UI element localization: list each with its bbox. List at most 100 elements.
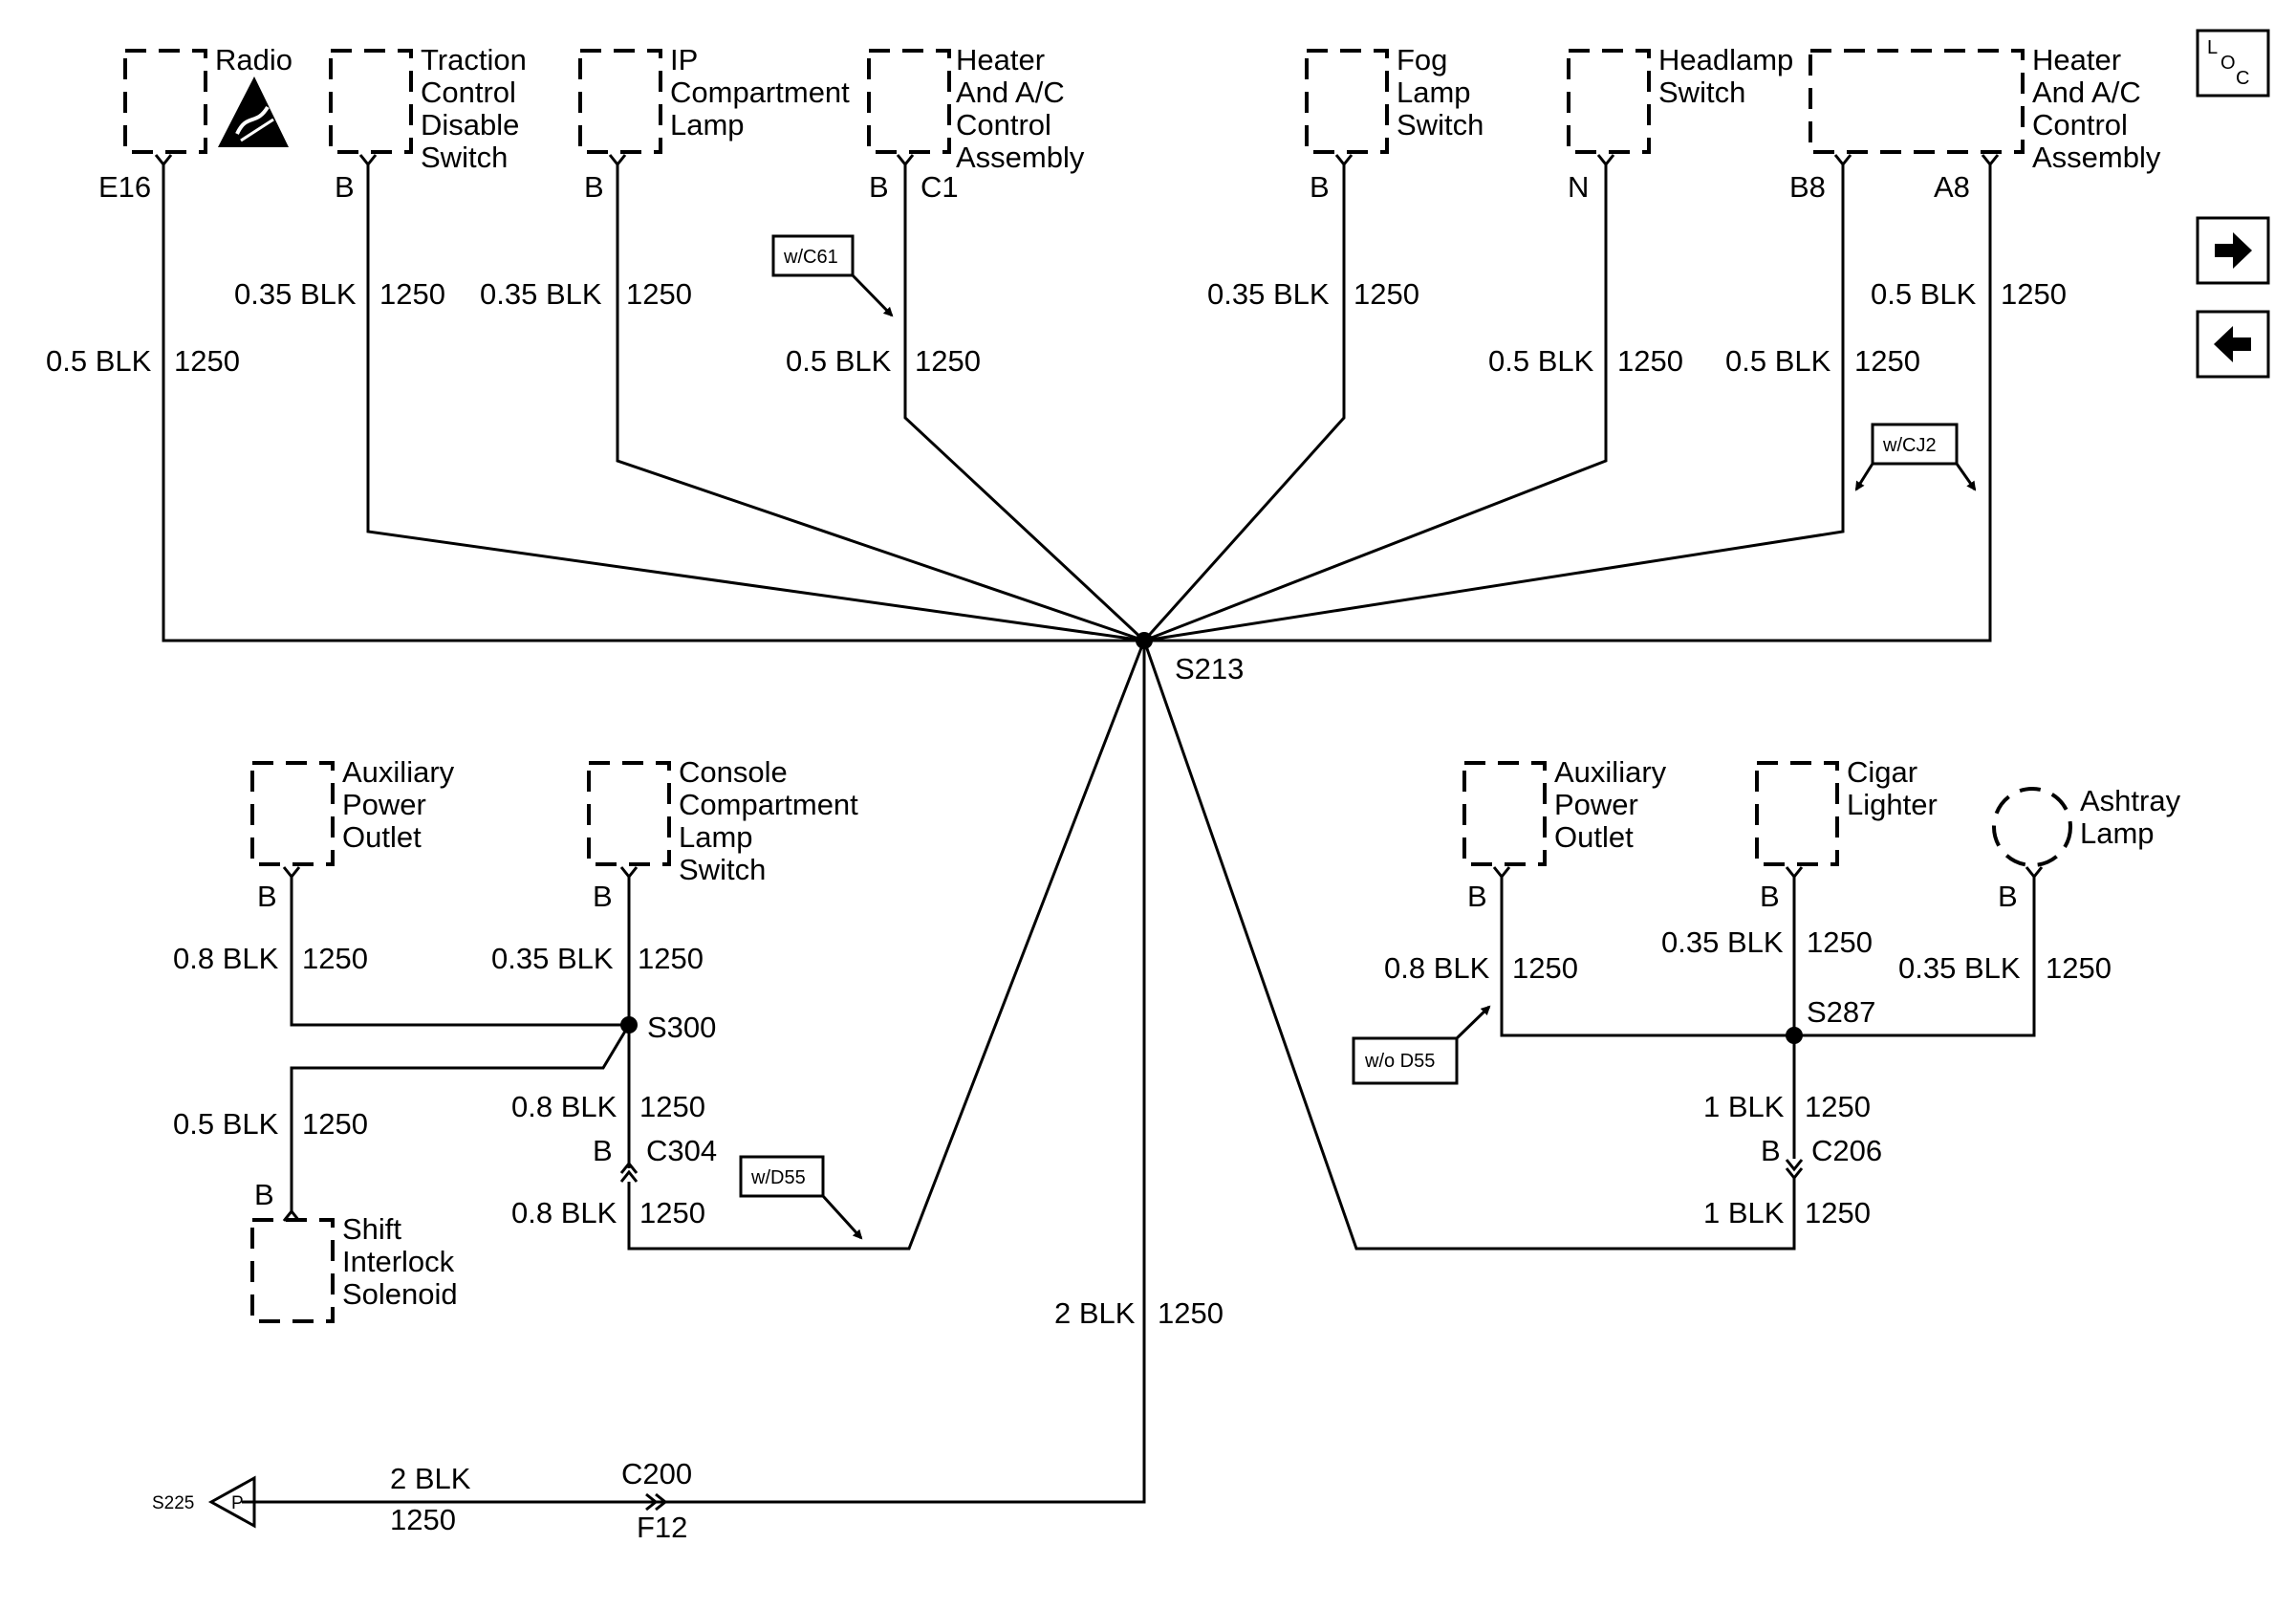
wire-aux-right-circuit: 1250 [1512,951,1578,985]
connector-c200-label: C200 [621,1457,692,1490]
wire-heater-c1-circuit: 1250 [915,344,981,378]
aux-power-outlet-right-component: Auxiliary Power Outlet B [1462,755,1667,913]
wire-heater-a8-size: 0.5 BLK [1871,277,1977,311]
splice-s287-label: S287 [1807,995,1875,1029]
ashtray-pin: B [1998,880,2018,913]
wire-fog-size: 0.35 BLK [1207,277,1330,311]
wire-s287-c206: 1 BLK 1250 [1703,1035,1871,1159]
console-label-1: Console [679,755,788,789]
ashtray-lamp-component: Ashtray Lamp B [1992,784,2181,913]
traction-label-2: Control [421,76,516,109]
shift-label-3: Solenoid [342,1277,458,1311]
option-no-d55-label: w/o D55 [1364,1051,1435,1072]
wire-ashtray: 0.35 BLK 1250 [1794,877,2112,1037]
svg-text:C: C [2236,68,2249,89]
cigar-lighter-component: Cigar Lighter B [1755,755,1938,913]
headlamp-label-2: Switch [1658,76,1745,109]
headlamp-label-1: Headlamp [1658,43,1793,76]
ip-lamp-label-2: Compartment [670,76,850,109]
aux-left-label-3: Outlet [342,820,422,854]
option-d55-label: w/D55 [750,1167,806,1188]
wire-radio-size: 0.5 BLK [46,344,152,378]
ip-lamp-label-1: IP [670,43,698,76]
ground-reference-s225: P S225 [152,1475,256,1529]
wire-ip-lamp-size: 0.35 BLK [480,277,602,311]
aux-power-outlet-left-component: Auxiliary Power Outlet B [250,755,455,913]
connector-c200: C200 F12 [621,1457,692,1544]
fog-lamp-switch-component: Fog Lamp Switch B [1305,43,1484,204]
wire-ashtray-size: 0.35 BLK [1898,951,2021,985]
splice-s213-label: S213 [1175,652,1244,685]
wire-ground: 2 BLK 1250 [390,1462,471,1536]
fog-label-3: Switch [1397,108,1484,141]
console-label-2: Compartment [679,788,858,821]
console-label-3: Lamp [679,820,753,854]
heater-c1-pin-b: B [869,170,889,204]
heater-b8-pin: B8 [1789,170,1826,204]
aux-right-label-1: Auxiliary [1554,755,1667,789]
wire-aux-right-size: 0.8 BLK [1384,951,1490,985]
arrow-right-icon[interactable] [2196,216,2270,285]
cigar-label-2: Lighter [1847,788,1938,821]
heater-c1-label-2: And A/C [956,76,1065,109]
heater-b8-label-4: Assembly [2032,141,2161,174]
wire-headlamp-circuit: 1250 [1617,344,1683,378]
wire-c304-out: 0.8 BLK 1250 [511,640,1146,1251]
wire-radio-circuit: 1250 [174,344,240,378]
option-c61-callout: w/C61 [771,234,894,317]
console-pin: B [593,880,613,913]
wire-s300-c304: 0.8 BLK 1250 [511,1025,705,1168]
ip-lamp-label-3: Lamp [670,108,745,141]
wire-c206-out-size: 1 BLK [1703,1196,1785,1229]
wire-main-circuit: 1250 [1158,1296,1224,1330]
radio-label: Radio [215,43,292,76]
ashtray-label-2: Lamp [2080,816,2155,850]
shift-interlock-solenoid-component: Shift Interlock Solenoid B [250,1178,458,1323]
traction-pin: B [335,170,355,204]
connector-c206-label: C206 [1811,1134,1882,1167]
heater-b8-label-3: Control [2032,108,2128,141]
wire-radio: 0.5 BLK 1250 [46,164,1144,642]
loc-icon[interactable]: L O C [2196,29,2270,98]
wire-traction-circuit: 1250 [379,277,445,311]
wire-traction-size: 0.35 BLK [234,277,357,311]
wire-shift-size: 0.5 BLK [173,1107,279,1141]
wire-aux-left-circuit: 1250 [302,942,368,975]
headlamp-switch-component: Headlamp Switch N [1567,43,1793,204]
option-no-d55-callout: w/o D55 [1352,1005,1491,1085]
connector-f12-label: F12 [637,1511,687,1544]
cigar-label-1: Cigar [1847,755,1917,789]
wire-heater-a8: 0.5 BLK 1250 [1144,164,2067,642]
option-cj2-callout: w/CJ2 [1854,423,1977,491]
wire-console: 0.35 BLK 1250 [491,877,704,1025]
fog-label-1: Fog [1397,43,1447,76]
heater-b8-label-1: Heater [2032,43,2121,76]
heater-b8-label-2: And A/C [2032,76,2141,109]
wire-shift-circuit: 1250 [302,1107,368,1141]
wire-c206-out-circuit: 1250 [1805,1196,1871,1229]
heater-a8-pin: A8 [1934,170,1970,204]
wire-fog: 0.35 BLK 1250 [1142,164,1419,642]
wire-s287-c206-circuit: 1250 [1805,1090,1871,1123]
shift-label-1: Shift [342,1212,401,1246]
wire-s287-c206-size: 1 BLK [1703,1090,1785,1123]
option-d55-callout: w/D55 [739,1155,863,1240]
traction-label-4: Switch [421,141,508,174]
heater-c1-label-1: Heater [956,43,1045,76]
ip-lamp-pin: B [584,170,604,204]
svg-text:O: O [2220,53,2236,74]
arrow-left-icon[interactable] [2196,310,2270,379]
cigar-pin: B [1760,880,1780,913]
connector-c206-pin: B [1761,1134,1781,1167]
wire-heater-b8-circuit: 1250 [1854,344,1920,378]
wire-ground-circuit: 1250 [390,1503,456,1536]
wire-headlamp-size: 0.5 BLK [1488,344,1594,378]
ground-ref-letter: P [231,1493,244,1513]
wire-ground-size: 2 BLK [390,1462,471,1495]
wire-ip-lamp-circuit: 1250 [626,277,692,311]
aux-left-label-1: Auxiliary [342,755,455,789]
wire-ip-lamp: 0.35 BLK 1250 [480,164,1145,642]
option-c61-label: w/C61 [783,247,838,268]
wire-shift: 0.5 BLK 1250 [173,1024,631,1211]
